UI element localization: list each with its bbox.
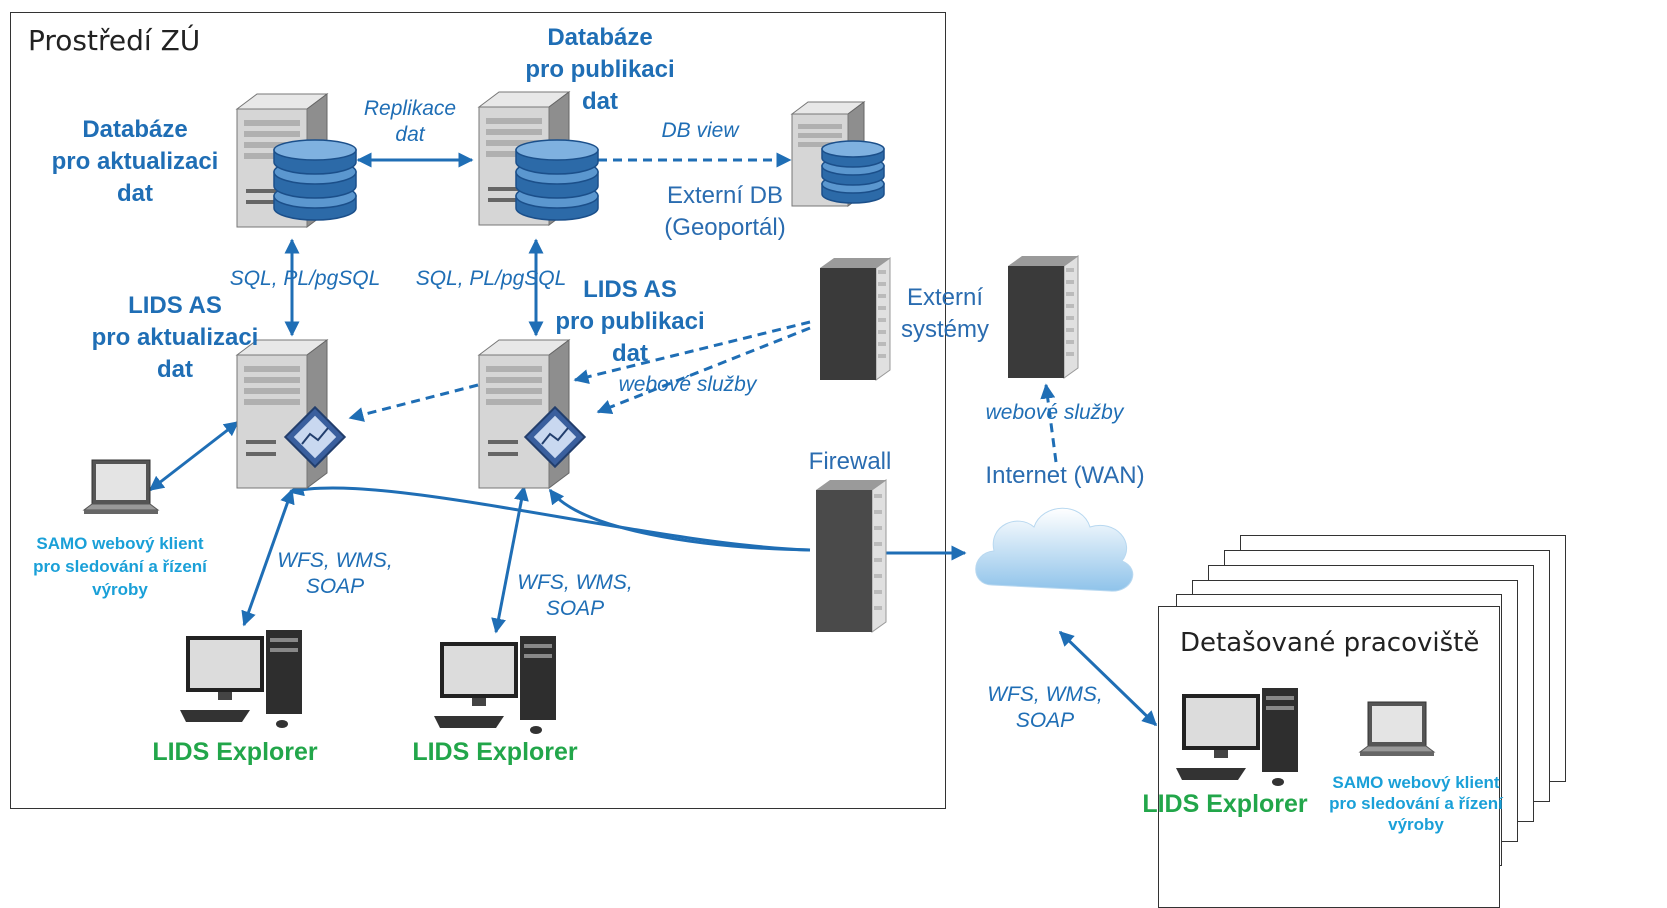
ext-db-icon — [821, 140, 885, 204]
edge-wfs-1 — [241, 488, 295, 627]
label-explorer-2: LIDS Explorer — [412, 738, 578, 766]
edge-as2-as1 — [348, 383, 479, 422]
edge-ext-as2-b — [596, 326, 811, 414]
label-wfs-1: WFS, WMS,SOAP — [277, 549, 393, 598]
label-ext-db: Externí DB(Geoportál) — [664, 182, 786, 241]
label-db-view: DB view — [661, 119, 739, 142]
label-sql-2: SQL, PL/pgSQL — [415, 267, 567, 290]
edge-samo-zu — [148, 420, 240, 492]
edge-ext-as2-a — [573, 320, 811, 385]
label-explorer-det: LIDS Explorer — [1142, 790, 1308, 818]
firewall-icon — [816, 479, 887, 633]
edge-cloud-det — [1058, 630, 1158, 727]
label-wfs-2: WFS, WMS,SOAP — [517, 571, 633, 620]
desktop-1-icon — [180, 630, 302, 728]
label-ws-2: webové služby — [985, 401, 1124, 424]
laptop-det-icon — [1358, 701, 1436, 756]
db-update-icon — [273, 139, 357, 221]
cloud-icon — [975, 507, 1134, 592]
app-badge-update-icon — [283, 405, 347, 469]
desktop-det-icon — [1176, 688, 1298, 786]
db-publish-icon — [515, 139, 599, 221]
label-ws-1: webové služby — [618, 373, 757, 396]
laptop-zu-icon — [82, 459, 160, 514]
label-internet: Internet (WAN) — [985, 462, 1145, 489]
label-wfs-3: WFS, WMS,SOAP — [987, 683, 1103, 732]
app-badge-publish-icon — [523, 405, 587, 469]
desktop-2-icon — [434, 636, 556, 734]
label-explorer-1: LIDS Explorer — [152, 738, 318, 766]
label-sql-1: SQL, PL/pgSQL — [229, 267, 381, 290]
edge-fw-as1 — [288, 481, 811, 552]
zone-det-title: Detašované pracoviště — [1180, 628, 1480, 658]
edge-inet-ext — [1040, 383, 1058, 463]
label-firewall: Firewall — [808, 448, 892, 475]
server-ext-sys-2-icon — [1008, 255, 1079, 379]
server-ext-sys-1-icon — [820, 257, 891, 381]
zone-zu-title: Prostředí ZÚ — [28, 24, 201, 57]
edge-fw-as2 — [548, 488, 811, 552]
